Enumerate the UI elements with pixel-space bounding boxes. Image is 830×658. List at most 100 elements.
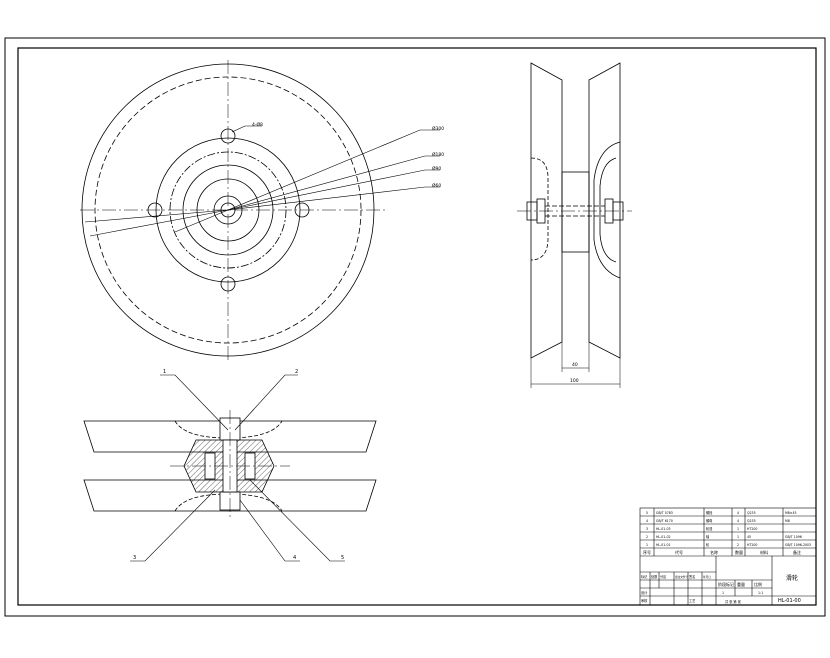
side-view-dim-text: 40 100: [570, 362, 579, 384]
weight-label: 重量: [737, 581, 745, 587]
balloon-1: 1: [163, 369, 166, 375]
leader-part-1: [160, 374, 229, 431]
parts-list-cell: 5: [646, 511, 648, 515]
callout-dia-90: Ø90: [432, 165, 441, 172]
sheet-info: 共 张 第 张: [725, 599, 742, 604]
drawing-number: HL-01-00: [778, 598, 801, 604]
parts-list-cell: HT200: [747, 543, 757, 547]
parts-list-cell: 轮: [706, 542, 710, 547]
dim-line-left-a: [89, 209, 229, 237]
balloon-2: 2: [295, 369, 298, 375]
leader-dia-60: [227, 186, 440, 211]
front-view-leaders: [84, 125, 440, 237]
parts-list-header: 序号 代号 名称 数量 材料 备注: [643, 549, 801, 555]
rev-header-date: 年月日: [703, 575, 711, 579]
outer-border: [4, 37, 826, 617]
section-view-leaders: [130, 374, 345, 562]
quantity-value: 1: [722, 591, 724, 595]
left-hub-hidden: [530, 157, 549, 261]
stage-label: 阶段标记: [718, 581, 734, 587]
parts-list-cell: HL-01-03: [656, 527, 671, 531]
parts-header-cell: 备注: [793, 549, 801, 555]
callout-dia-300: Ø300: [432, 125, 444, 132]
parts-list-cell: GB/T 1096-2003: [785, 543, 811, 547]
section-view: [83, 410, 377, 520]
lower-wheel-section: [83, 479, 377, 512]
scale-value: 1:1: [758, 591, 763, 595]
parts-list-cell: GB/T 6170: [656, 519, 673, 523]
leader-dia-300: [227, 129, 440, 211]
parts-list-cell: 螺母: [706, 518, 712, 523]
title-block: [639, 507, 817, 606]
balloon-4: 4: [293, 555, 296, 561]
approval-process: 工艺: [689, 598, 695, 603]
parts-header-cell: 数量: [735, 549, 743, 555]
dim-line-left-c: [174, 209, 229, 233]
parts-list-cell: GB/T 1096: [785, 535, 802, 539]
parts-list-cell: M8×45: [785, 511, 797, 515]
leader-part-2: [234, 374, 298, 431]
parts-list-cell: M8: [785, 519, 790, 523]
parts-list-cell: 1: [646, 543, 648, 547]
right-hub-outer: [593, 141, 621, 279]
front-view-callouts: 4-Ø8 Ø300 Ø180 Ø90 Ø60: [252, 121, 444, 189]
drawing-name: 滑轮: [786, 574, 798, 582]
parts-list-cell: 4: [737, 511, 739, 515]
dim-text-40: 40: [572, 362, 578, 368]
parts-list-cell: HT200: [747, 527, 757, 531]
section-balloons: 1 2 3 4 5: [133, 369, 344, 561]
balloon-5: 5: [341, 555, 344, 561]
hub-block: [561, 171, 590, 253]
right-hub-inner: [599, 157, 617, 263]
leader-part-5: [249, 479, 345, 562]
leader-dia-90: [227, 169, 440, 211]
side-view-dimensions: [530, 342, 621, 388]
side-view: [517, 62, 632, 359]
leader-bolt-hole: [231, 125, 262, 133]
leader-part-3: [130, 489, 216, 562]
leader-dia-180: [227, 155, 440, 211]
parts-list-cell: HL-01-02: [656, 535, 671, 539]
parts-list-cell: GB/T 5783: [656, 511, 673, 515]
title-block-frame: [639, 507, 817, 606]
parts-list-cell: 螺栓: [706, 510, 713, 515]
upper-wheel-section: [83, 420, 377, 453]
inner-frame: [17, 47, 817, 606]
dim-text-100: 100: [570, 378, 579, 384]
balloon-3: 3: [133, 555, 136, 561]
parts-header-cell: 代号: [675, 549, 683, 555]
parts-header-cell: 材料: [760, 549, 768, 555]
parts-list-cell: 4: [737, 519, 739, 523]
approval-design: 设计: [641, 590, 648, 595]
parts-list-cell: 1: [737, 535, 739, 539]
rev-header-sign: 签名: [689, 574, 695, 579]
left-wheel-flange: [530, 62, 563, 359]
scale-label: 比例: [754, 581, 762, 587]
callout-bolt-holes: 4-Ø8: [252, 121, 263, 128]
rev-header-docno: 更改文件号: [675, 575, 688, 579]
parts-list-cell: 4: [646, 519, 648, 523]
callout-dia-180: Ø180: [432, 151, 444, 158]
parts-list-cell: HL-01-01: [656, 543, 671, 547]
approval-review: 审核: [641, 598, 648, 603]
parts-list-cell: 2: [646, 535, 648, 539]
parts-list-cell: 轴: [706, 534, 709, 539]
parts-list-cell: 45: [747, 535, 751, 539]
parts-header-cell: 名称: [710, 549, 718, 555]
parts-list-cell: 3: [646, 527, 648, 531]
rev-header-count: 处数: [651, 574, 658, 579]
parts-list-cell: 轮毂: [706, 526, 713, 531]
callout-dia-60: Ø60: [432, 182, 441, 189]
front-view: [80, 60, 385, 362]
parts-list-cell: 2: [737, 543, 739, 547]
rev-header-mark: 标记: [641, 574, 648, 579]
parts-header-cell: 序号: [643, 549, 651, 555]
parts-list-cell: 1: [737, 527, 739, 531]
parts-list-cell: Q235: [747, 511, 756, 515]
dim-line-left-b: [84, 209, 229, 223]
title-block-text: 标记 处数 分区 更改文件号 签名 年月日 设计 审核 工艺 阶段标记 重量 比…: [641, 574, 763, 604]
leader-part-4: [239, 499, 300, 562]
